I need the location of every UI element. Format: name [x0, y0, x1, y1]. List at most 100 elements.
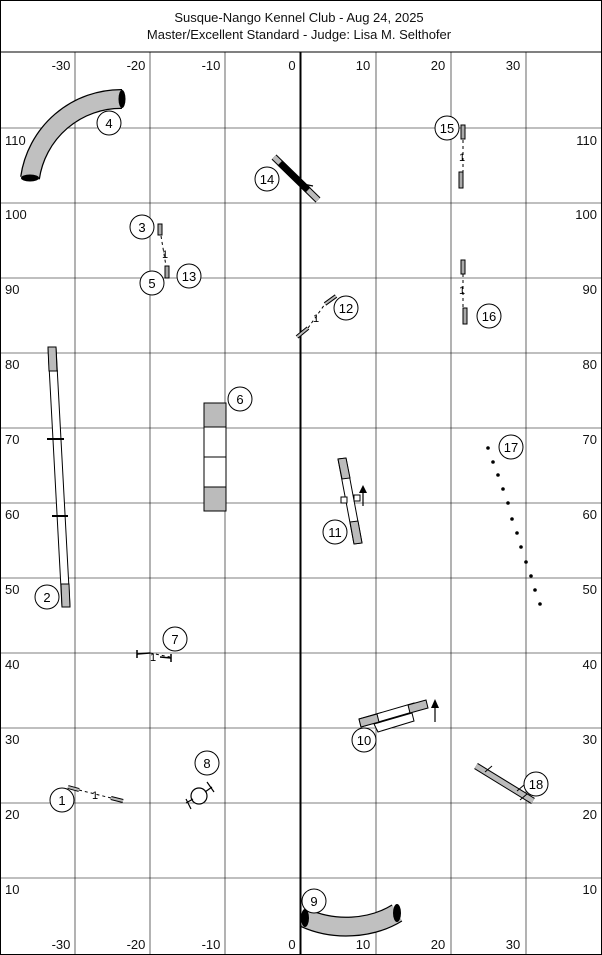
svg-text:110: 110 [5, 133, 26, 148]
svg-text:16: 16 [482, 309, 496, 324]
teeter-11 [337, 457, 367, 545]
jump-15: 1 [458, 124, 466, 189]
jump-1: 1 [67, 785, 124, 803]
course-subtitle: Master/Excellent Standard - Judge: Lisa … [147, 27, 452, 42]
svg-text:20: 20 [5, 807, 19, 822]
svg-text:9: 9 [310, 894, 317, 909]
marker-6: 6 [227, 386, 253, 412]
marker-5: 5 [139, 270, 165, 296]
marker-16: 16 [476, 303, 502, 329]
svg-text:-30: -30 [52, 58, 71, 73]
x-axis-bottom: -30 -20 -10 0 10 20 30 [52, 937, 521, 952]
marker-10: 10 [351, 727, 377, 753]
svg-text:10: 10 [356, 58, 370, 73]
svg-text:11: 11 [328, 525, 342, 540]
svg-text:90: 90 [583, 282, 597, 297]
svg-text:-10: -10 [202, 937, 221, 952]
svg-text:100: 100 [575, 207, 597, 222]
weave-poles-17 [486, 446, 542, 606]
table-obstacle-14 [271, 154, 321, 203]
svg-text:1: 1 [162, 249, 168, 261]
y-axis-right: 110 100 90 80 70 60 50 40 30 20 10 [575, 133, 597, 897]
jump-7: 1 [136, 650, 172, 664]
marker-7: 7 [162, 626, 188, 652]
svg-text:30: 30 [506, 58, 520, 73]
svg-text:0: 0 [288, 937, 295, 952]
svg-text:10: 10 [583, 882, 597, 897]
svg-text:3: 3 [138, 220, 145, 235]
jump-16: 1 [459, 259, 468, 325]
aframe-6 [203, 402, 227, 512]
svg-text:10: 10 [5, 882, 19, 897]
svg-text:20: 20 [583, 807, 597, 822]
course-title: Susque-Nango Kennel Club - Aug 24, 2025 [174, 10, 423, 25]
marker-11: 11 [322, 519, 348, 545]
marker-2: 2 [34, 584, 60, 610]
x-axis-top: -30 -20 -10 0 10 20 30 [52, 58, 521, 73]
marker-12: 12 [333, 295, 359, 321]
marker-8: 8 [194, 750, 220, 776]
svg-text:-10: -10 [202, 58, 221, 73]
marker-9: 9 [301, 888, 327, 914]
svg-text:10: 10 [357, 733, 371, 748]
svg-text:40: 40 [5, 657, 19, 672]
svg-text:5: 5 [148, 276, 155, 291]
svg-text:6: 6 [236, 392, 243, 407]
tunnel-4 [20, 88, 126, 182]
svg-text:-30: -30 [52, 937, 71, 952]
header: Susque-Nango Kennel Club - Aug 24, 2025 … [0, 10, 602, 53]
svg-text:8: 8 [203, 756, 210, 771]
marker-15: 15 [434, 115, 460, 141]
svg-text:80: 80 [583, 357, 597, 372]
svg-text:30: 30 [583, 732, 597, 747]
svg-text:12: 12 [339, 301, 353, 316]
svg-text:1: 1 [150, 652, 156, 664]
svg-text:60: 60 [583, 507, 597, 522]
svg-text:70: 70 [583, 432, 597, 447]
teeter-10 [358, 699, 439, 733]
svg-text:30: 30 [506, 937, 520, 952]
svg-text:80: 80 [5, 357, 19, 372]
svg-text:1: 1 [459, 152, 465, 164]
svg-text:1: 1 [313, 313, 319, 325]
jump-12: 1 [295, 294, 338, 339]
svg-text:0: 0 [288, 58, 295, 73]
svg-text:-20: -20 [127, 58, 146, 73]
svg-text:1: 1 [92, 790, 98, 802]
svg-text:20: 20 [431, 58, 445, 73]
svg-text:18: 18 [529, 777, 543, 792]
svg-text:30: 30 [5, 732, 19, 747]
svg-text:15: 15 [440, 121, 454, 136]
marker-17: 17 [498, 434, 524, 460]
tire-8 [185, 781, 215, 810]
svg-text:1: 1 [459, 285, 465, 297]
svg-text:4: 4 [105, 116, 112, 131]
marker-4: 4 [96, 110, 122, 136]
marker-1: 1 [49, 787, 75, 813]
svg-text:20: 20 [431, 937, 445, 952]
svg-text:90: 90 [5, 282, 19, 297]
bar-obstacle-18 [474, 763, 535, 804]
svg-text:50: 50 [583, 582, 597, 597]
svg-text:-20: -20 [127, 937, 146, 952]
svg-text:7: 7 [171, 632, 178, 647]
svg-text:50: 50 [5, 582, 19, 597]
dogwalk-2 [47, 346, 71, 608]
svg-text:14: 14 [260, 172, 274, 187]
svg-text:100: 100 [5, 207, 27, 222]
svg-text:2: 2 [43, 590, 50, 605]
marker-3: 3 [129, 214, 155, 240]
svg-text:40: 40 [583, 657, 597, 672]
svg-text:110: 110 [576, 133, 597, 148]
tunnel-9 [300, 904, 403, 937]
marker-14: 14 [254, 166, 280, 192]
svg-text:1: 1 [58, 793, 65, 808]
marker-18: 18 [523, 771, 549, 797]
svg-text:70: 70 [5, 432, 19, 447]
marker-13: 13 [176, 263, 202, 289]
svg-text:10: 10 [356, 937, 370, 952]
svg-text:13: 13 [182, 269, 196, 284]
number-markers: 1 2 3 4 5 6 7 8 9 10 11 12 13 14 15 16 1… [34, 110, 549, 914]
svg-text:60: 60 [5, 507, 19, 522]
